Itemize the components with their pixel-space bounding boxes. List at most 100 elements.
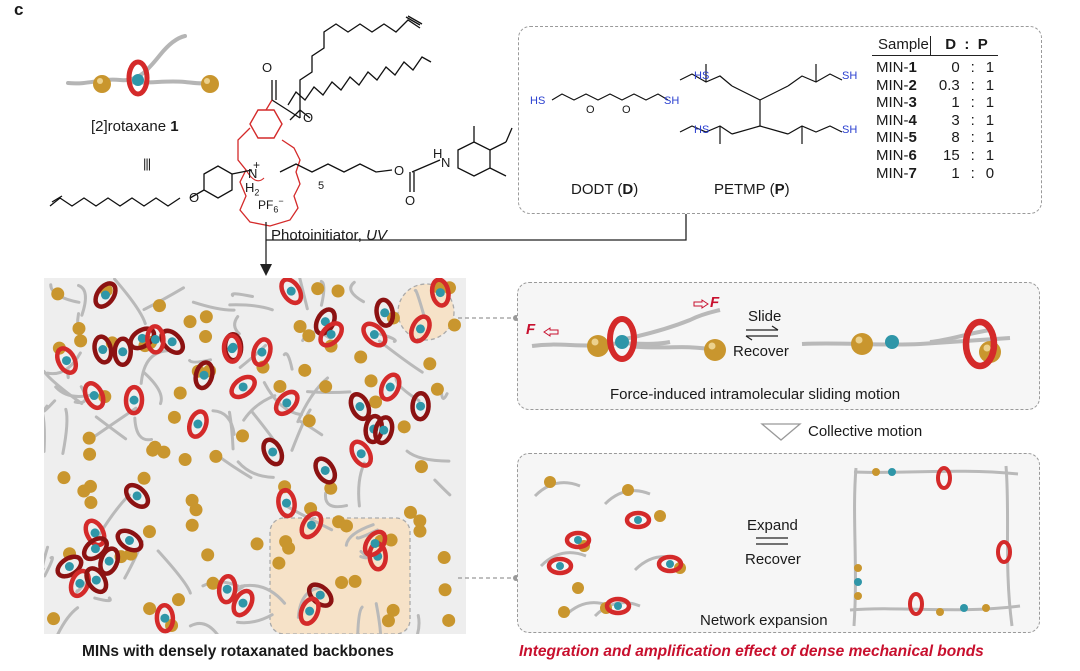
macrocycle-ring — [123, 384, 145, 416]
chain-subscript: 5 — [318, 180, 325, 192]
network-chain — [230, 292, 254, 299]
recover-label: Recover — [733, 343, 789, 360]
stopper-bead — [146, 443, 160, 457]
stopper-bead — [414, 460, 428, 474]
macrocycle-ring — [279, 278, 304, 306]
network-chain — [44, 369, 84, 406]
axle-station — [315, 590, 325, 600]
network-chain — [133, 416, 154, 442]
ratio-colon: : — [970, 111, 975, 129]
stopper-bead — [397, 420, 411, 434]
stopper-bead — [83, 447, 97, 461]
axle-station — [75, 578, 85, 588]
network-chain — [356, 605, 364, 634]
collective-label: Collective motion — [808, 423, 923, 440]
axle-station — [370, 538, 380, 548]
macrocycle-ring — [193, 360, 215, 391]
min-caption: MINs with densely rotaxanated backbones — [82, 643, 394, 660]
sample-name: MIN-7 — [876, 164, 917, 182]
network-chain — [374, 602, 383, 634]
axle-station — [574, 536, 582, 544]
axle-station — [369, 330, 379, 340]
stopper-bead — [413, 524, 427, 538]
axle-station — [91, 575, 101, 585]
macrocycle-ring — [115, 528, 144, 553]
axle-station — [356, 449, 366, 459]
sample-name: MIN-5 — [876, 129, 917, 147]
stopper-bead — [654, 510, 666, 522]
stopper-bead — [354, 350, 368, 364]
network-chain — [359, 550, 369, 560]
stopper-bead — [335, 576, 349, 590]
macrocycle-ring — [546, 556, 574, 576]
reaction-arrow — [260, 214, 687, 276]
stopper-bead — [51, 287, 65, 301]
stopper-bead — [369, 395, 383, 409]
macrocycle-ring — [564, 530, 592, 550]
network-chain — [233, 315, 241, 336]
axle-station — [415, 324, 425, 334]
axle-station — [124, 536, 134, 546]
stopper-bead — [183, 315, 197, 329]
macrocycle-ring — [374, 297, 396, 328]
sliding-caption: Force-induced intramolecular sliding mot… — [610, 386, 901, 403]
stopper-bead — [185, 518, 199, 532]
axle-station — [960, 604, 968, 612]
macrocycle-ring — [936, 466, 952, 490]
stopper-bead — [279, 535, 293, 549]
axle-station — [286, 286, 296, 296]
stopper-bead — [324, 481, 338, 495]
stopper-bead — [982, 604, 990, 612]
network-chain — [188, 621, 219, 634]
macrocycle-ring — [186, 409, 209, 439]
dodt-o2: O — [622, 104, 631, 116]
stopper-bead — [152, 299, 166, 313]
macrocycle-ring — [313, 456, 338, 485]
axle-station — [380, 308, 390, 318]
petmp-sh1: SH — [842, 70, 858, 82]
axle-station — [257, 347, 267, 357]
network-chain — [433, 478, 452, 497]
network-chain — [416, 613, 421, 634]
axle-station — [614, 602, 622, 610]
macrocycle-ring — [604, 596, 632, 616]
axle-station — [62, 356, 72, 366]
axle-station — [854, 578, 862, 586]
stopper-bead — [558, 606, 570, 618]
petmp-hs2: HS — [694, 124, 710, 136]
stopper-bead — [199, 330, 213, 344]
ratio-colon: : — [970, 94, 975, 112]
d-value: 0.3 — [938, 76, 960, 94]
stopper-bead — [854, 592, 862, 600]
carbamate-o2: O — [405, 193, 416, 208]
network-chain — [236, 460, 275, 479]
macrocycle-ring — [361, 321, 388, 348]
stopper-bead — [199, 310, 213, 324]
sample-name: MIN-3 — [876, 94, 917, 112]
stopper-bead — [572, 582, 584, 594]
stopper-bead — [423, 357, 437, 371]
stopper-bead — [430, 382, 444, 396]
axle-station — [227, 344, 237, 354]
axle-station — [556, 562, 564, 570]
p-value: 1 — [985, 59, 995, 76]
network-chain — [77, 283, 87, 317]
force-left: F — [526, 321, 536, 338]
stopper-bead — [413, 514, 427, 528]
network-chain — [298, 278, 309, 311]
compact-chain — [539, 551, 587, 568]
petmp-label: PETMP (P) — [714, 181, 790, 198]
axle-station — [118, 347, 128, 357]
network-chain — [44, 555, 54, 578]
network-caption: Network expansion — [700, 612, 828, 629]
stopper-bead — [384, 533, 398, 547]
expanded-chain — [853, 469, 1019, 476]
macrocycle-ring — [84, 566, 109, 595]
macrocycle-ring — [318, 321, 344, 348]
stopper-bead — [437, 551, 451, 565]
p-value: 1 — [985, 94, 995, 112]
stopper-bead — [189, 503, 203, 517]
